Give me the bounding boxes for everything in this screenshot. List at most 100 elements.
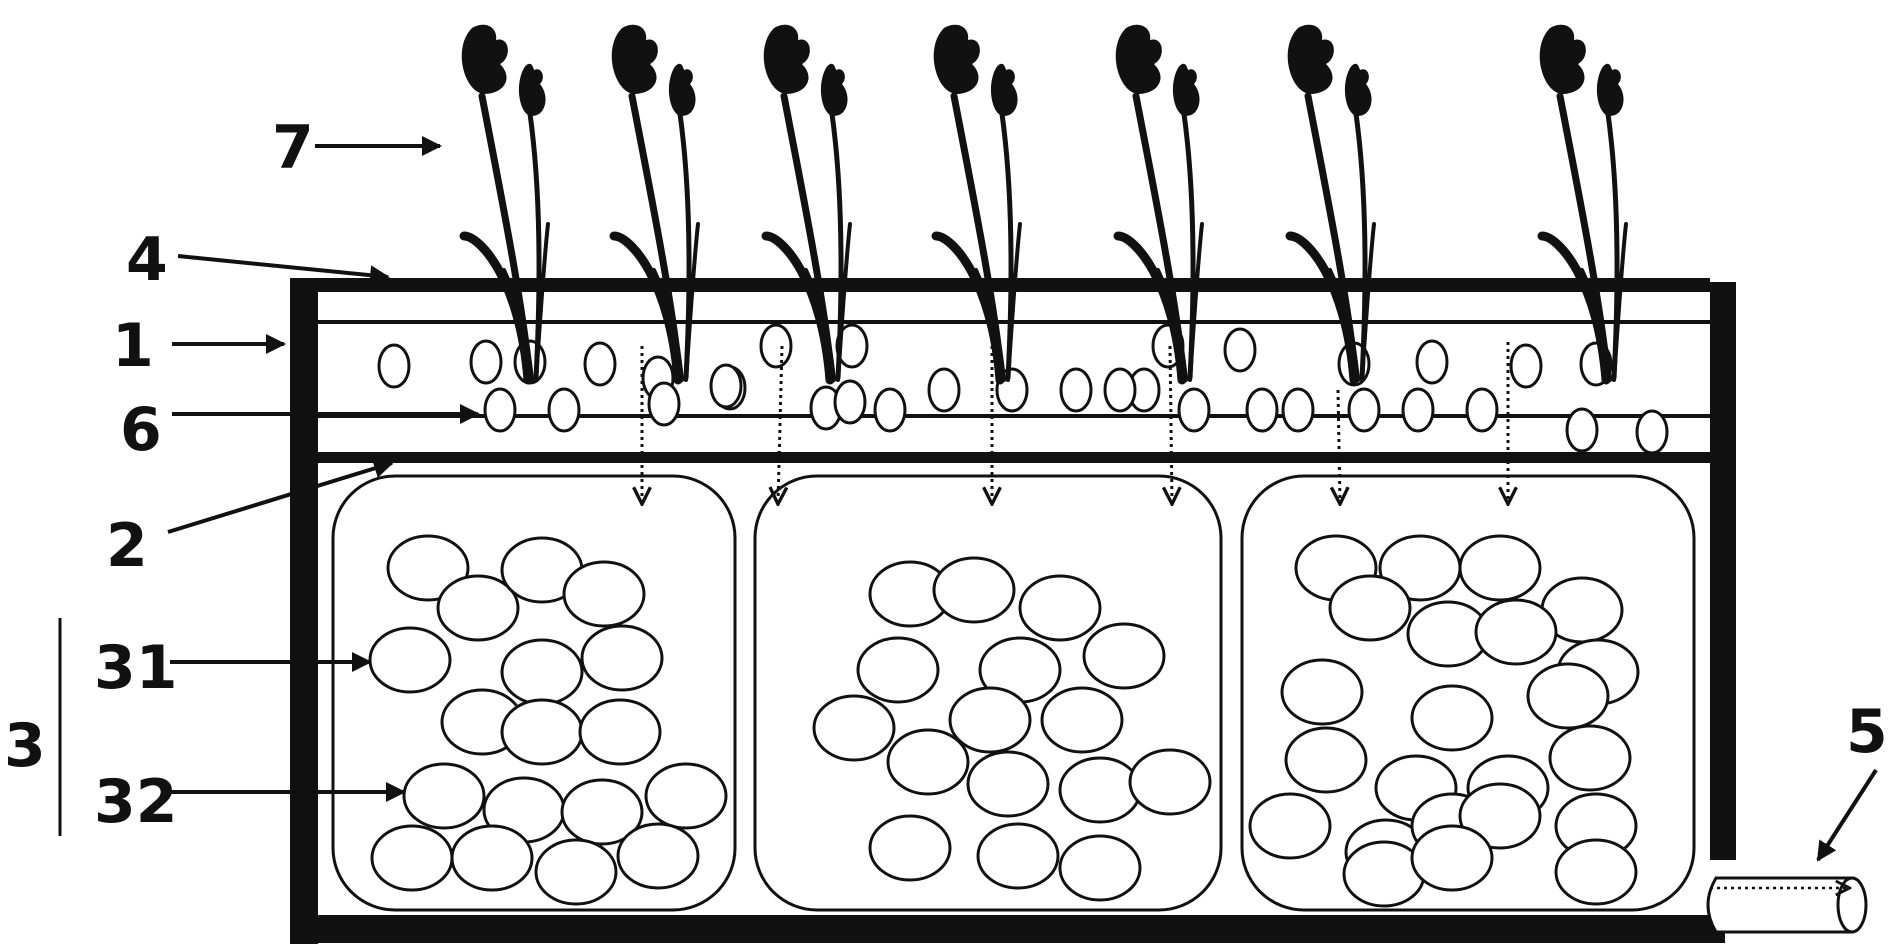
media-ball-5 [368, 626, 452, 694]
media-ball-16 [450, 824, 534, 892]
filter-basket-3 [1240, 474, 1696, 912]
plant-icon [761, 24, 852, 385]
media-ball-49 [1548, 724, 1632, 792]
media-ball-22 [856, 636, 940, 704]
media-ball-44 [1410, 684, 1494, 752]
bed-ball-34 [833, 379, 867, 425]
media-ball-37 [1458, 534, 1542, 602]
right-wall [1710, 282, 1736, 860]
media-ball-56 [1410, 824, 1494, 892]
media-ball-2 [436, 574, 520, 642]
media-ball-28 [1040, 686, 1124, 754]
separator-plate-2 [318, 452, 1710, 463]
outlet-pipe-5 [1706, 876, 1868, 934]
media-ball-6 [500, 638, 584, 706]
bed-ball-11 [1415, 339, 1449, 385]
labels: 7 4 1 6 2 3 31 32 5 [4, 113, 1888, 837]
plant-icon [1537, 24, 1628, 385]
media-ball-41 [1474, 598, 1558, 666]
bed-ball-24 [1177, 387, 1211, 433]
filter-baskets [331, 474, 1696, 912]
media-ball-45 [1526, 662, 1610, 730]
media-ball-33 [976, 822, 1060, 890]
label-32: 32 [94, 767, 178, 837]
flow-arrow-2 [778, 345, 782, 502]
media-ball-57 [1554, 838, 1638, 906]
bed-ball-15 [547, 387, 581, 433]
bed-ball-22 [1059, 367, 1093, 413]
media-ball-20 [932, 556, 1016, 624]
media-ball-15 [370, 824, 454, 892]
callout-arrows [58, 136, 1878, 862]
media-ball-53 [1458, 782, 1542, 850]
label-7: 7 [272, 113, 314, 183]
filter-media-balls [368, 534, 1640, 908]
label-31: 31 [94, 633, 178, 703]
label-6: 6 [120, 395, 162, 465]
bed-ball-25 [1245, 387, 1279, 433]
bed-ball-4 [583, 341, 617, 387]
label-4: 4 [126, 225, 168, 295]
plant-icon [1113, 24, 1204, 385]
bed-ball-30 [1565, 407, 1599, 453]
bed-ball-1 [377, 343, 411, 389]
plant-icon [1285, 24, 1376, 385]
label-3: 3 [4, 711, 46, 781]
plant-bed-media [377, 323, 1669, 455]
bed-ball-16 [647, 381, 681, 427]
media-ball-26 [886, 728, 970, 796]
bed-ball-29 [1465, 387, 1499, 433]
pipe-body [1706, 876, 1854, 934]
arrow-4 [177, 254, 390, 286]
bed-ball-7 [759, 323, 793, 369]
bed-ball-19 [873, 387, 907, 433]
media-ball-31 [1128, 748, 1212, 816]
media-ball-32 [868, 814, 952, 882]
bed-ball-17 [709, 363, 743, 409]
bed-ball-2 [469, 339, 503, 385]
media-ball-17 [534, 838, 618, 906]
plant-icon [931, 24, 1022, 385]
media-ball-27 [948, 686, 1032, 754]
media-ball-25 [812, 694, 896, 762]
top-cover-layer-4 [290, 278, 1710, 292]
pipe-mouth [1836, 876, 1868, 934]
media-ball-18 [616, 822, 700, 890]
media-ball-29 [966, 750, 1050, 818]
flow-arrow-5 [1338, 389, 1340, 502]
bed-ball-9 [1223, 327, 1257, 373]
plant-icon [609, 24, 700, 385]
media-ball-9 [500, 698, 584, 766]
media-ball-46 [1284, 726, 1368, 794]
bottom-wall [290, 915, 1725, 943]
media-ball-7 [580, 624, 664, 692]
filter-basket-1 [331, 474, 737, 912]
bed-ball-28 [1401, 387, 1435, 433]
media-ball-11 [402, 762, 486, 830]
left-wall [290, 278, 318, 944]
media-ball-1 [386, 534, 470, 602]
bed-ball-33 [1103, 367, 1137, 413]
media-ball-30 [1058, 756, 1142, 824]
bed-ball-26 [1281, 387, 1315, 433]
bed-ball-14 [483, 387, 517, 433]
media-ball-21 [1018, 574, 1102, 642]
media-ball-50 [1248, 792, 1332, 860]
media-ball-4 [562, 560, 646, 628]
arrow-5 [1816, 768, 1878, 862]
bed-ball-20 [927, 367, 961, 413]
arrow-2 [167, 458, 394, 534]
media-ball-24 [1082, 622, 1166, 690]
bed-ball-27 [1347, 387, 1381, 433]
label-1: 1 [112, 311, 154, 381]
media-ball-34 [1058, 834, 1142, 902]
bed-ball-31 [1635, 409, 1669, 455]
media-ball-43 [1280, 658, 1364, 726]
plants [459, 24, 1628, 385]
media-ball-10 [578, 698, 662, 766]
label-2: 2 [106, 511, 148, 581]
label-5: 5 [1846, 697, 1888, 767]
media-ball-13 [560, 778, 644, 846]
plant-icon [459, 24, 550, 385]
